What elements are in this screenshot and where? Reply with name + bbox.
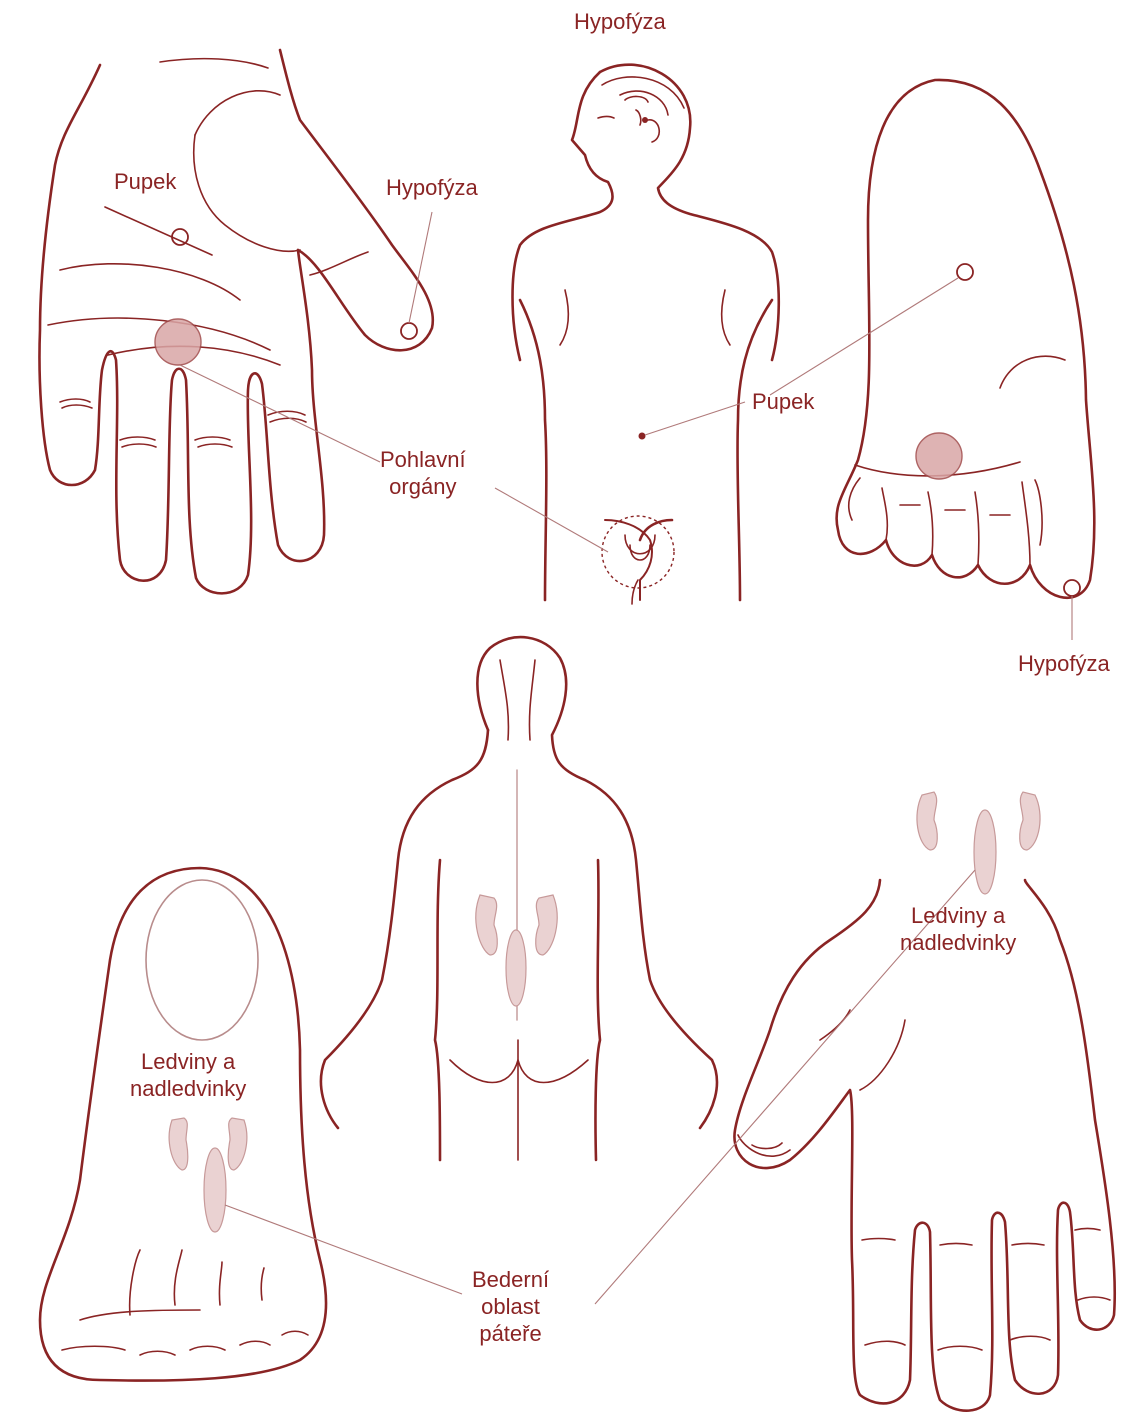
lumbar-spine-body: [506, 930, 526, 1006]
label-kidneys-sole: Ledviny a nadledvinky: [130, 1048, 246, 1102]
genital-circle-body: [602, 516, 674, 588]
label-pituitary-head: Hypofýza: [574, 8, 666, 35]
palm-top-left: [39, 50, 432, 593]
label-pituitary-sole: Hypofýza: [1018, 650, 1110, 677]
label-navel-body: Pupek: [752, 388, 814, 415]
kidney-right-sole: [228, 1118, 247, 1170]
body-front-top-center: [495, 65, 779, 604]
label-genitals: Pohlavní orgány: [380, 446, 466, 500]
hand-bottom-right: [595, 792, 1115, 1411]
kidney-right-body: [536, 895, 557, 955]
pituitary-point-palm: [401, 323, 417, 339]
navel-point-body: [639, 433, 646, 440]
label-kidneys-hand: Ledviny a nadledvinky: [900, 902, 1016, 956]
lumbar-spine-hand: [974, 810, 996, 894]
lumbar-spine-sole: [204, 1148, 226, 1232]
sole-bottom-left: [40, 868, 462, 1381]
body-back-bottom-center: [321, 637, 717, 1160]
pituitary-point-sole: [1064, 580, 1080, 596]
navel-point-sole: [957, 264, 973, 280]
label-navel-palm: Pupek: [114, 168, 176, 195]
label-pituitary-palm: Hypofýza: [386, 174, 478, 201]
genital-spot-sole: [916, 433, 962, 479]
genital-spot-palm: [155, 319, 201, 365]
label-lumbar-spine: Bederní oblast páteře: [472, 1266, 549, 1347]
kidney-right-hand: [1020, 792, 1040, 850]
kidney-left-body: [476, 895, 497, 955]
sole-top-right: [770, 80, 1094, 640]
kidney-left-sole: [169, 1118, 188, 1170]
kidney-left-hand: [917, 792, 937, 850]
